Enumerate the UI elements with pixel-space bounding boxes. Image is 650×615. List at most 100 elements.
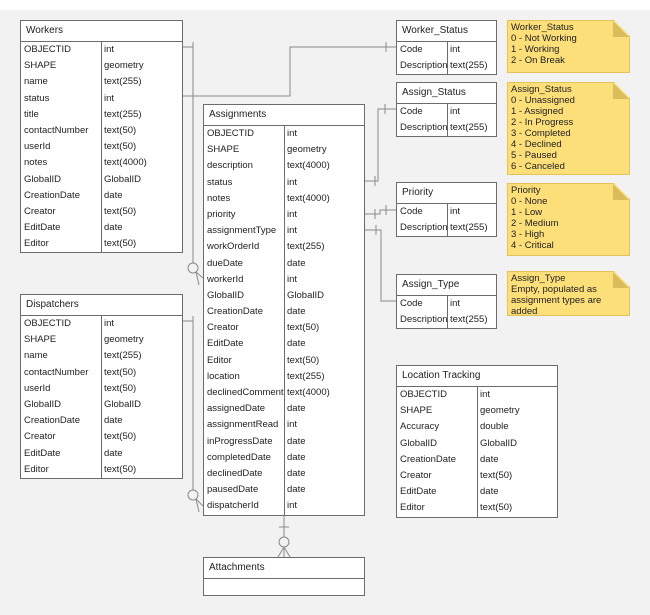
field-name: EditDate (21, 220, 102, 237)
field-name: assignmentType (204, 223, 285, 240)
field-name: Editor (21, 236, 102, 253)
field-type: text(4000) (287, 192, 330, 204)
field-name: OBJECTID (204, 126, 285, 143)
field-type: date (480, 486, 499, 498)
field-type: int (104, 318, 115, 329)
field-name: Editor (397, 500, 478, 517)
field-type: int (287, 225, 298, 237)
field-name: EditDate (397, 484, 478, 501)
field-type: text(50) (104, 431, 137, 443)
entity-attachments[interactable]: Attachments (203, 557, 365, 596)
field-name: Description (397, 120, 448, 137)
field-name: completedDate (204, 449, 285, 466)
field-type: GlobalID (480, 437, 517, 449)
field-type: date (287, 257, 306, 269)
field-type: text(255) (104, 108, 142, 120)
field-name: notes (204, 190, 285, 207)
note-text: Assign_Type Empty, populated as assignme… (511, 273, 602, 317)
note-text: Priority 0 - None 1 - Low 2 - Medium 3 -… (511, 185, 559, 251)
field-type: text(50) (104, 124, 137, 136)
field-type: int (287, 419, 298, 431)
field-name: Creator (204, 320, 285, 337)
field-type: text(4000) (287, 387, 330, 398)
field-type: date (287, 467, 306, 479)
field-type: text(50) (287, 322, 320, 334)
field-name: declinedComment (204, 385, 285, 402)
field-name: Editor (204, 352, 285, 369)
field-type: date (104, 189, 123, 201)
field-type: int (287, 176, 298, 188)
field-type: date (287, 484, 306, 496)
field-type: int (104, 44, 115, 55)
field-name: Code (397, 42, 448, 59)
field-type: int (450, 206, 461, 217)
field-type: text(255) (450, 222, 488, 234)
field-name: CreationDate (21, 413, 102, 430)
field-type: date (287, 451, 306, 463)
field-type: GlobalID (104, 173, 141, 185)
field-name: OBJECTID (397, 387, 478, 404)
note-priority: Priority 0 - None 1 - Low 2 - Medium 3 -… (507, 183, 630, 256)
field-name: notes (21, 155, 102, 172)
field-name: inProgressDate (204, 433, 285, 450)
note-text: Assign_Status 0 - Unassigned 1 - Assigne… (511, 84, 575, 172)
field-type: text(255) (450, 60, 488, 72)
field-name: description (204, 158, 285, 175)
field-type: date (104, 222, 123, 234)
field-type: text(50) (104, 238, 137, 250)
field-name: Code (397, 296, 448, 313)
field-name: dispatcherId (204, 498, 285, 515)
field-type: text(255) (287, 241, 325, 253)
field-name: userId (21, 380, 102, 397)
field-name: name (21, 348, 102, 365)
field-name: location (204, 368, 285, 385)
field-type: text(50) (104, 205, 137, 217)
entity-title: Assign_Type (397, 275, 496, 296)
field-name: Description (397, 58, 448, 75)
field-type: int (287, 128, 298, 139)
entity-title: Location Tracking (397, 366, 557, 387)
field-type: text(255) (450, 122, 488, 134)
field-type: date (480, 453, 499, 465)
field-type: int (104, 92, 115, 104)
field-type: int (287, 500, 298, 512)
field-type: int (450, 106, 461, 117)
field-name: SHAPE (204, 142, 285, 159)
field-name: SHAPE (21, 332, 102, 349)
